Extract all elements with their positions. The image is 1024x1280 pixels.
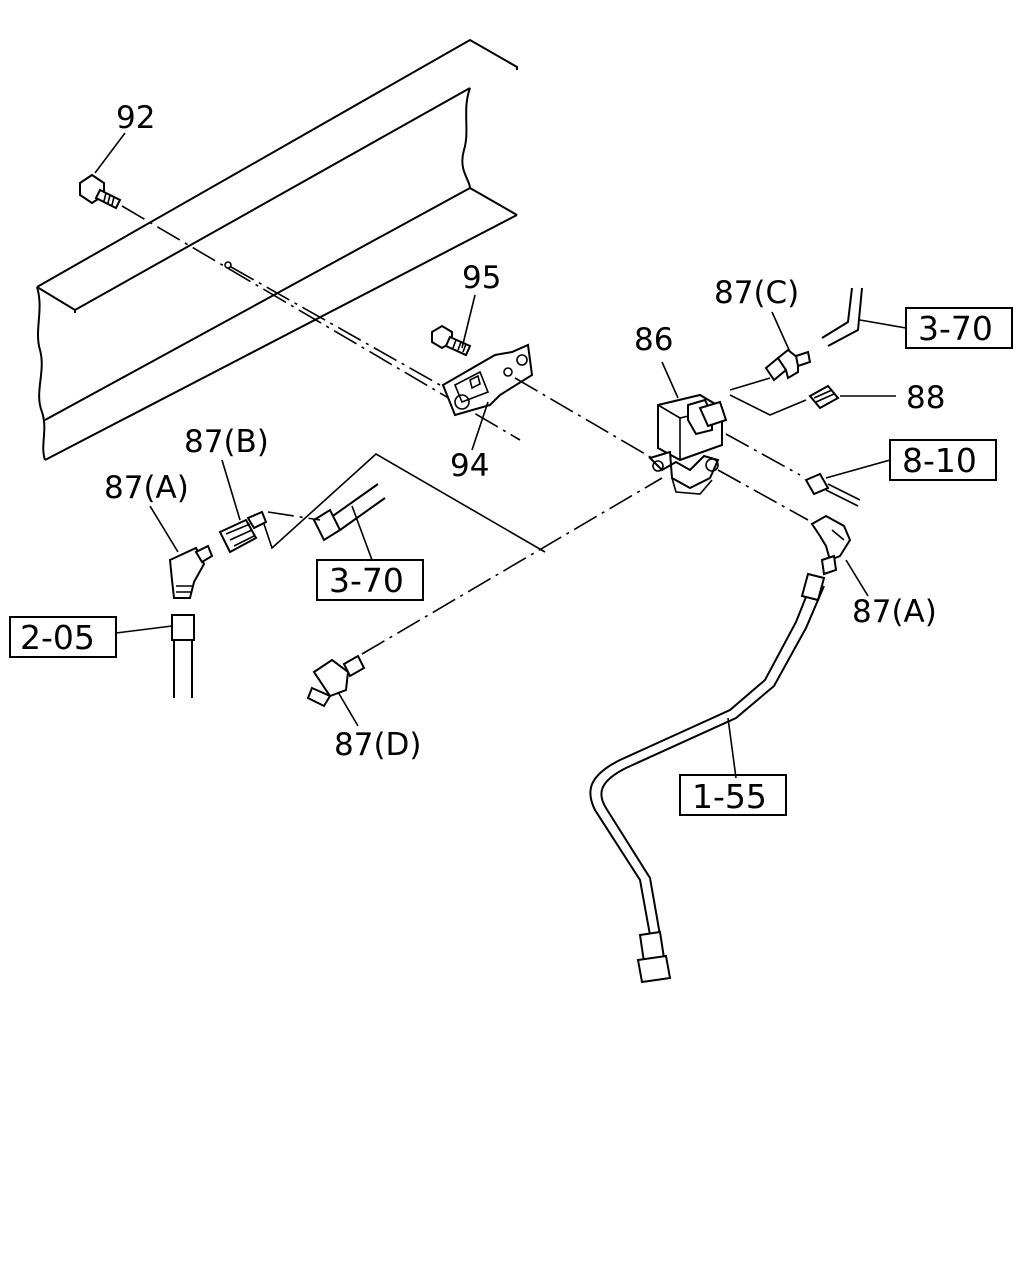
leader-205 — [115, 625, 173, 634]
leader-87c — [771, 311, 791, 353]
pipe-205-icon — [171, 614, 195, 698]
frame-rail — [36, 38, 518, 461]
callout-88: 88 — [906, 380, 945, 416]
valve-fitting-link — [729, 377, 807, 416]
bolt-92-icon — [79, 173, 122, 210]
elbow-87a-left-icon — [168, 544, 214, 599]
leader-370-mid — [351, 505, 373, 561]
valve-axis — [514, 377, 653, 459]
leader-87a-right — [845, 559, 869, 597]
leader-95 — [461, 294, 476, 349]
callout-86: 86 — [634, 322, 673, 358]
ref-370-mid: 3-70 — [329, 561, 404, 600]
bracket-axis — [230, 266, 441, 386]
leader-87b — [221, 459, 241, 521]
leader-810 — [825, 459, 891, 479]
link-87b — [261, 453, 546, 553]
valve-86-icon — [648, 393, 728, 495]
callout-87b: 87(B) — [184, 424, 269, 460]
callout-95: 95 — [462, 260, 501, 296]
fitting-87b-icon — [218, 510, 268, 554]
ref-box-370-mid — [316, 559, 424, 601]
ref-155: 1-55 — [692, 777, 767, 816]
callout-87a-left: 87(A) — [104, 470, 189, 506]
ref-box-205 — [9, 616, 117, 658]
ref-box-370-top — [905, 307, 1013, 349]
tube-top — [821, 287, 863, 347]
connector-axis — [725, 433, 801, 476]
ref-370-top: 3-70 — [918, 309, 993, 348]
elbow-87a-right-icon — [810, 514, 852, 576]
leader-86 — [661, 361, 679, 399]
callout-87d: 87(D) — [334, 727, 422, 763]
leader-92 — [94, 132, 126, 174]
callout-92: 92 — [116, 100, 155, 136]
leader-87d — [337, 691, 359, 727]
fitting-87d-icon — [306, 654, 366, 708]
leader-370-top — [859, 319, 907, 329]
leader-94 — [471, 401, 489, 451]
bracket-94-icon — [441, 343, 534, 417]
ref-box-810 — [889, 439, 997, 481]
connector-810-icon — [804, 472, 861, 507]
callout-87a-right: 87(A) — [852, 594, 937, 630]
leader-155 — [727, 717, 737, 779]
elbow-right-axis — [717, 469, 809, 521]
ref-810: 8-10 — [902, 441, 977, 480]
fitting-87d-axis — [361, 477, 663, 655]
pipe-155-icon — [589, 572, 826, 984]
callout-94: 94 — [450, 448, 489, 484]
ref-box-155 — [679, 774, 787, 816]
fitting-87c-icon — [764, 348, 812, 382]
leader-87a-left — [149, 505, 179, 553]
tube-370-mid-icon — [267, 483, 386, 542]
frame-hole-icon — [224, 261, 232, 269]
plug-88-icon — [808, 384, 840, 410]
callout-87c: 87(C) — [714, 275, 799, 311]
ref-205: 2-05 — [20, 618, 95, 657]
